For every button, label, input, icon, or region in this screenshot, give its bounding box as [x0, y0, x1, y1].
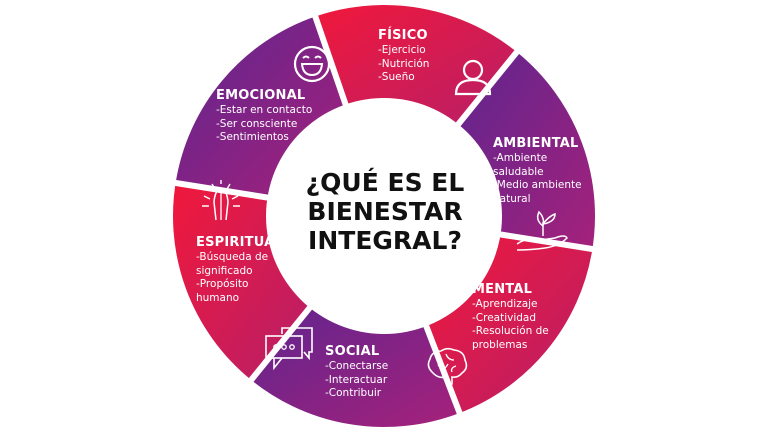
segment-item: -Creatividad	[472, 311, 537, 324]
segment-item: natural	[493, 192, 531, 205]
title-line: INTEGRAL?	[308, 226, 462, 255]
segment-item: -Aprendizaje	[472, 298, 538, 310]
person-icon	[454, 59, 492, 96]
segment-item: -Interactuar	[325, 373, 388, 386]
smiley-icon	[293, 45, 331, 83]
segment-item: significado	[196, 264, 253, 277]
center-title: ¿QUÉ ES EL BIENESTAR INTEGRAL?	[300, 168, 470, 255]
segment-item: -Medio ambiente	[493, 179, 582, 191]
segment-item: -Nutrición	[378, 57, 430, 70]
segment-item: -Estar en contacto	[216, 104, 313, 116]
segment-title: MENTAL	[472, 282, 533, 297]
segment-espiritual: ESPIRITUAL -Búsqueda de significado -Pro…	[196, 235, 283, 305]
segment-emocional: EMOCIONAL -Estar en contacto -Ser consci…	[216, 88, 312, 145]
title-line: ¿QUÉ ES EL	[305, 168, 465, 197]
segment-item: problemas	[472, 338, 528, 351]
segment-item: -Propósito	[196, 278, 249, 290]
segment-title: EMOCIONAL	[216, 88, 306, 103]
segment-fisico: FÍSICO -Ejercicio -Nutrición -Sueño	[378, 28, 429, 85]
segment-item: -Ejercicio	[378, 44, 426, 56]
segment-ambiental: AMBIENTAL -Ambiente saludable -Medio amb…	[493, 136, 582, 206]
segment-item: -Contribuir	[325, 387, 382, 399]
segment-title: ESPIRITUAL	[196, 235, 283, 250]
segment-item: -Sentimientos	[216, 131, 289, 143]
chat-bubbles-icon	[265, 327, 313, 371]
segment-item: -Sueño	[378, 71, 415, 83]
segment-item: -Conectarse	[325, 360, 389, 372]
segment-title: SOCIAL	[325, 344, 380, 359]
praying-hands-icon	[202, 180, 240, 221]
plant-hand-icon	[516, 210, 568, 251]
segment-title: AMBIENTAL	[493, 136, 579, 151]
brain-icon	[427, 347, 468, 385]
segment-item: saludable	[493, 165, 544, 178]
segment-item: -Ambiente	[493, 152, 548, 164]
segment-item: -Resolución de	[472, 325, 549, 337]
segment-item: -Ser consciente	[216, 117, 298, 130]
segment-item: humano	[196, 291, 240, 304]
segment-title: FÍSICO	[378, 28, 428, 43]
title-line: BIENESTAR	[307, 197, 463, 226]
segment-mental: MENTAL -Aprendizaje -Creatividad -Resolu…	[472, 282, 549, 352]
center-circle	[266, 98, 502, 334]
segment-social: SOCIAL -Conectarse -Interactuar -Contrib…	[325, 344, 388, 401]
segment-item: -Búsqueda de	[196, 251, 269, 263]
